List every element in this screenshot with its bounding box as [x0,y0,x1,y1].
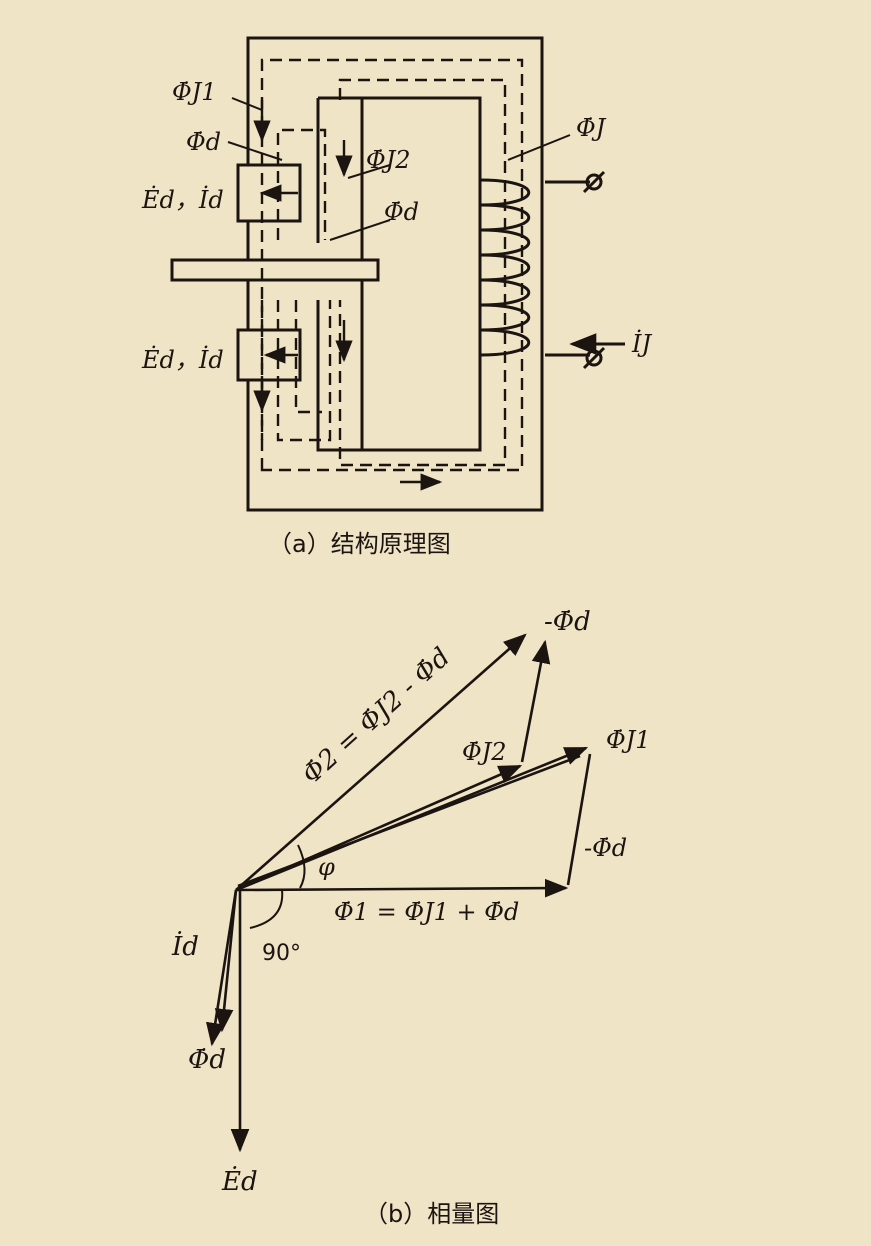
excitation-coil [479,178,590,357]
label-ij: İJ [631,329,652,358]
phasor-diagram [205,633,592,1153]
vector-phi1 [235,878,569,898]
label-phi-j2-b: Φ̇J2 [462,738,507,766]
caption-a: （a）结构原理图 [268,530,451,558]
armature-bar [170,258,380,282]
vector-phi-d [214,889,238,1033]
caption-b: （b）相量图 [364,1200,499,1228]
flux-path-j2 [338,78,507,467]
vector-neg-phi-d-top [520,639,551,763]
arc-90 [249,889,284,929]
label-id-b: İd [171,931,199,962]
label-phi-j1-b: Φ̇J1 [606,726,651,754]
vector-neg-phi-d-right [566,753,592,886]
vector-phi-j2 [235,764,523,892]
label-ed-id-top: Ėd，İd [141,185,224,214]
label-phi-j: Φ̇J [576,114,607,142]
flux-arrows [253,100,443,491]
label-90-deg: 90° [262,941,301,966]
label-phi-j1: Φ̇J1 [172,78,217,106]
label-phi-d-top: Φ̇d [186,128,221,156]
leader-lines [227,97,571,241]
label-phi-angle: φ [318,853,335,881]
label-neg-phi-d-right: -Φ̇d [584,834,627,862]
vector-phi2 [235,633,527,891]
terminals [569,170,625,370]
label-ed-id-bottom: Ėd，İd [141,345,224,374]
label-neg-phi-d-top: -Φ̇d [544,607,591,637]
label-phi-d-mid: Φ̇d [384,198,419,226]
structure-diagram [170,36,544,512]
flux-path-d-top [276,128,327,240]
label-phi-j2: Φ̇J2 [366,146,411,174]
label-phi1-equation: Φ̇1 = Φ̇J1 + Φ̇d [334,898,519,926]
label-phi-d-b: Φ̇d [188,1045,226,1075]
terminal-top [585,173,603,191]
flux-path-d-bottom [260,300,332,442]
arc-phi [297,844,306,889]
label-ed-b: Ėd [221,1166,258,1197]
